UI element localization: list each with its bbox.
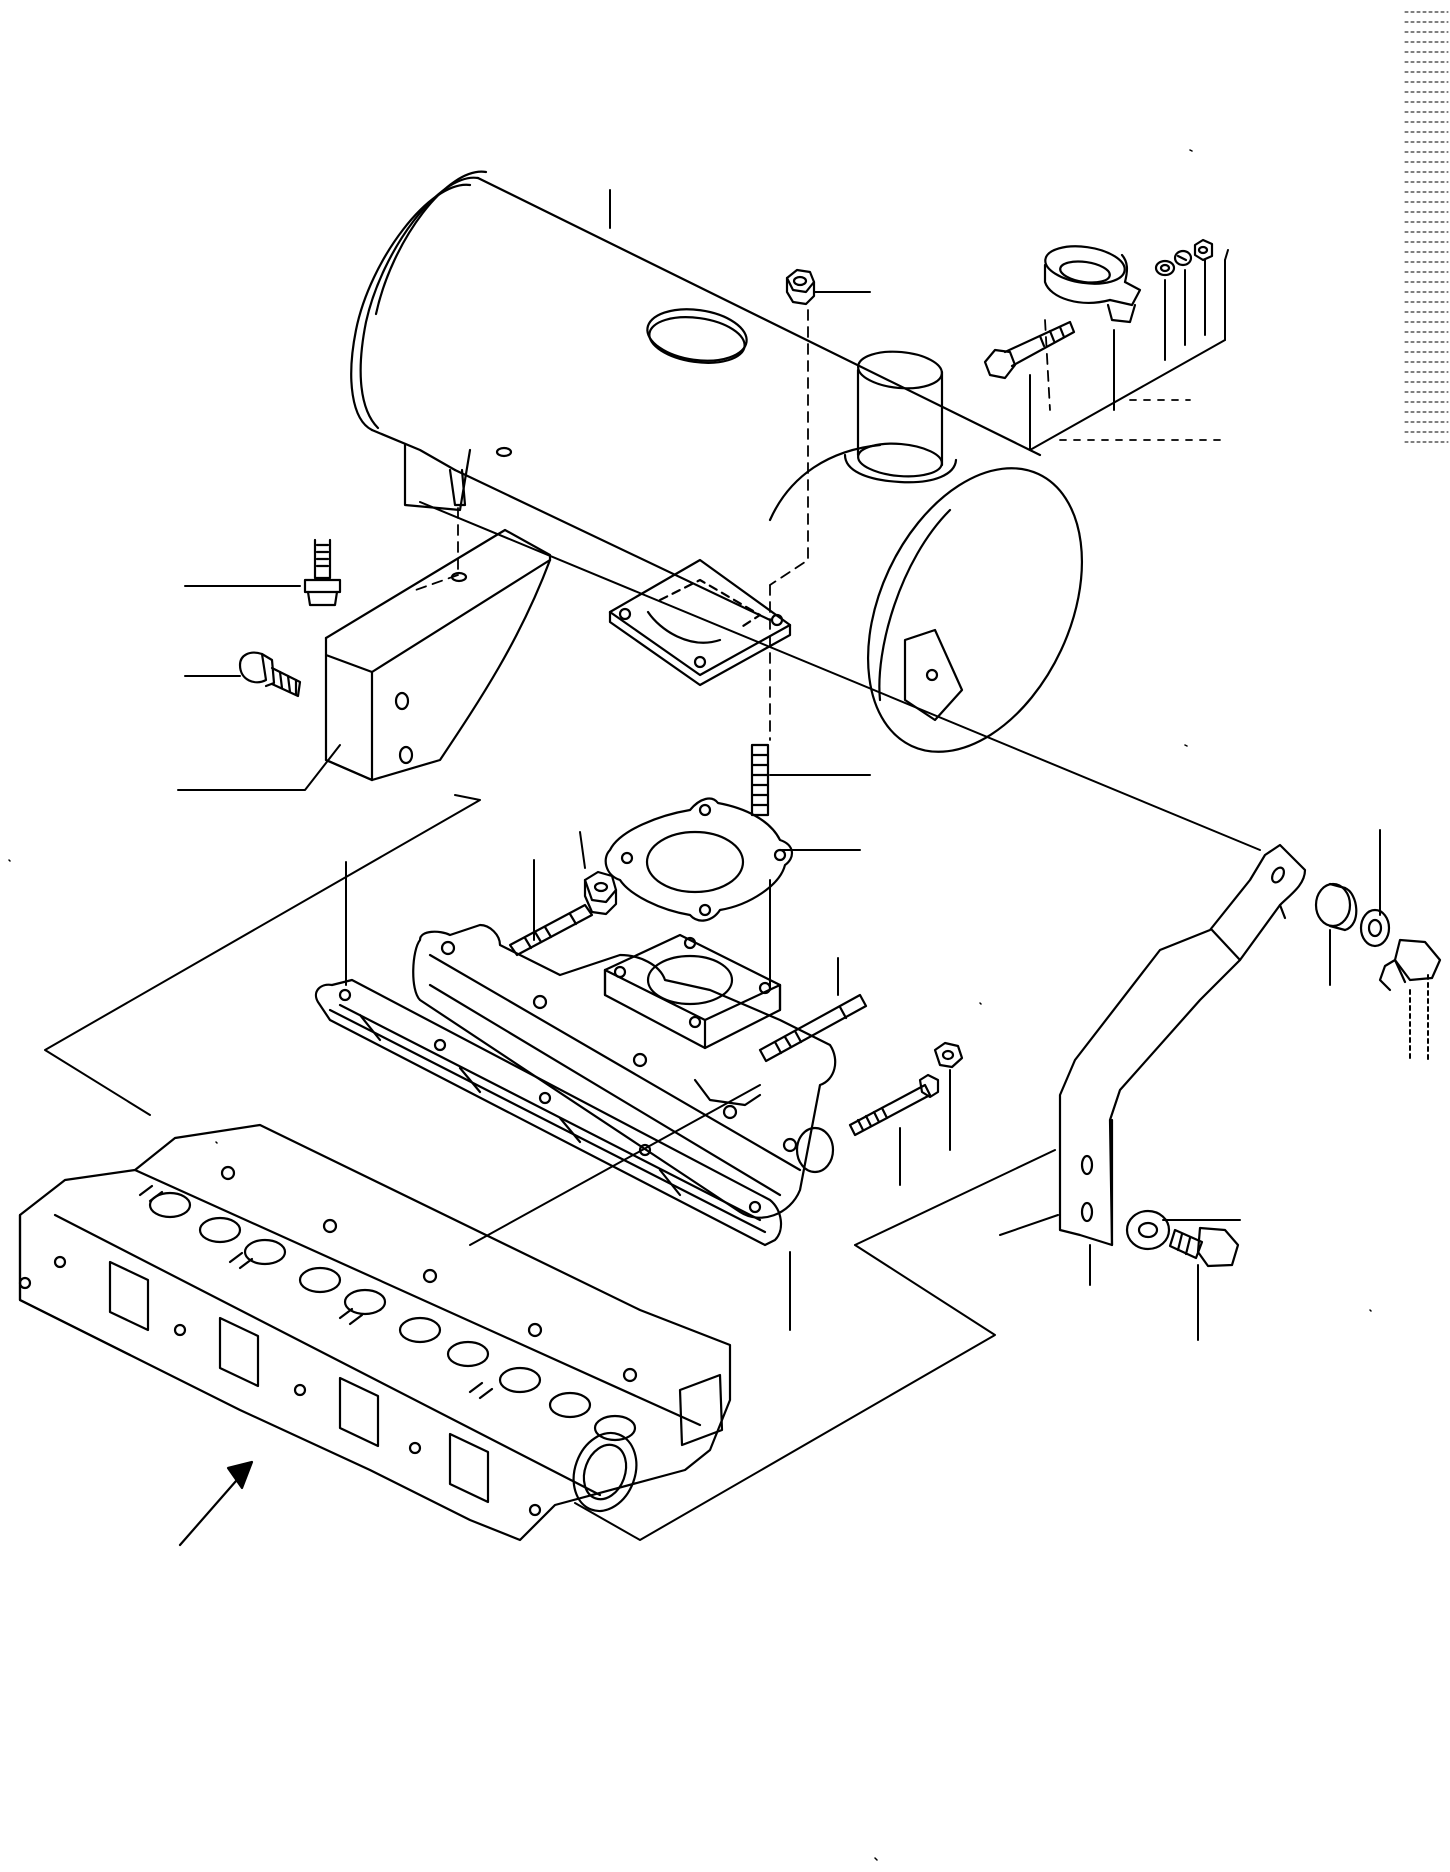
support-stay — [1058, 843, 1307, 1247]
clamp-bolt — [983, 320, 1076, 380]
specks — [8, 149, 1372, 1861]
stay-washer — [1359, 908, 1391, 948]
muffler-inlet-flange — [608, 558, 792, 687]
flange-gasket — [604, 797, 793, 922]
stud — [750, 743, 770, 817]
clamp-nut — [1193, 238, 1214, 262]
exhaust-manifold — [412, 923, 837, 1219]
bracket-bolt-lower — [238, 651, 302, 698]
manifold-stud — [508, 903, 594, 957]
lower-washer — [1125, 1209, 1171, 1251]
manifold-stud — [758, 993, 868, 1063]
muffler-support-bracket — [324, 528, 552, 782]
lower-bolt — [1168, 1226, 1240, 1268]
manifold-nut — [933, 1041, 964, 1069]
center-lines — [409, 309, 1226, 741]
bracket-bolt-upper — [303, 538, 342, 607]
callout-leaders — [44, 189, 1429, 1541]
spacer-collar — [1314, 882, 1358, 932]
cylinder-head — [18, 1123, 732, 1542]
manifold-stud — [848, 1073, 940, 1137]
muffler-flange-nut — [785, 268, 816, 306]
page-index-ticks — [1404, 11, 1449, 443]
manifold-gasket — [314, 978, 783, 1247]
manifold-nut — [583, 870, 618, 916]
clamp-washer — [1154, 259, 1176, 277]
tail-pipe-clamp — [1043, 245, 1142, 324]
stay-bolt — [1378, 938, 1442, 992]
clamp-spring-washer — [1173, 249, 1193, 267]
front-direction-arrow — [178, 1460, 254, 1547]
muffler — [350, 170, 1084, 753]
